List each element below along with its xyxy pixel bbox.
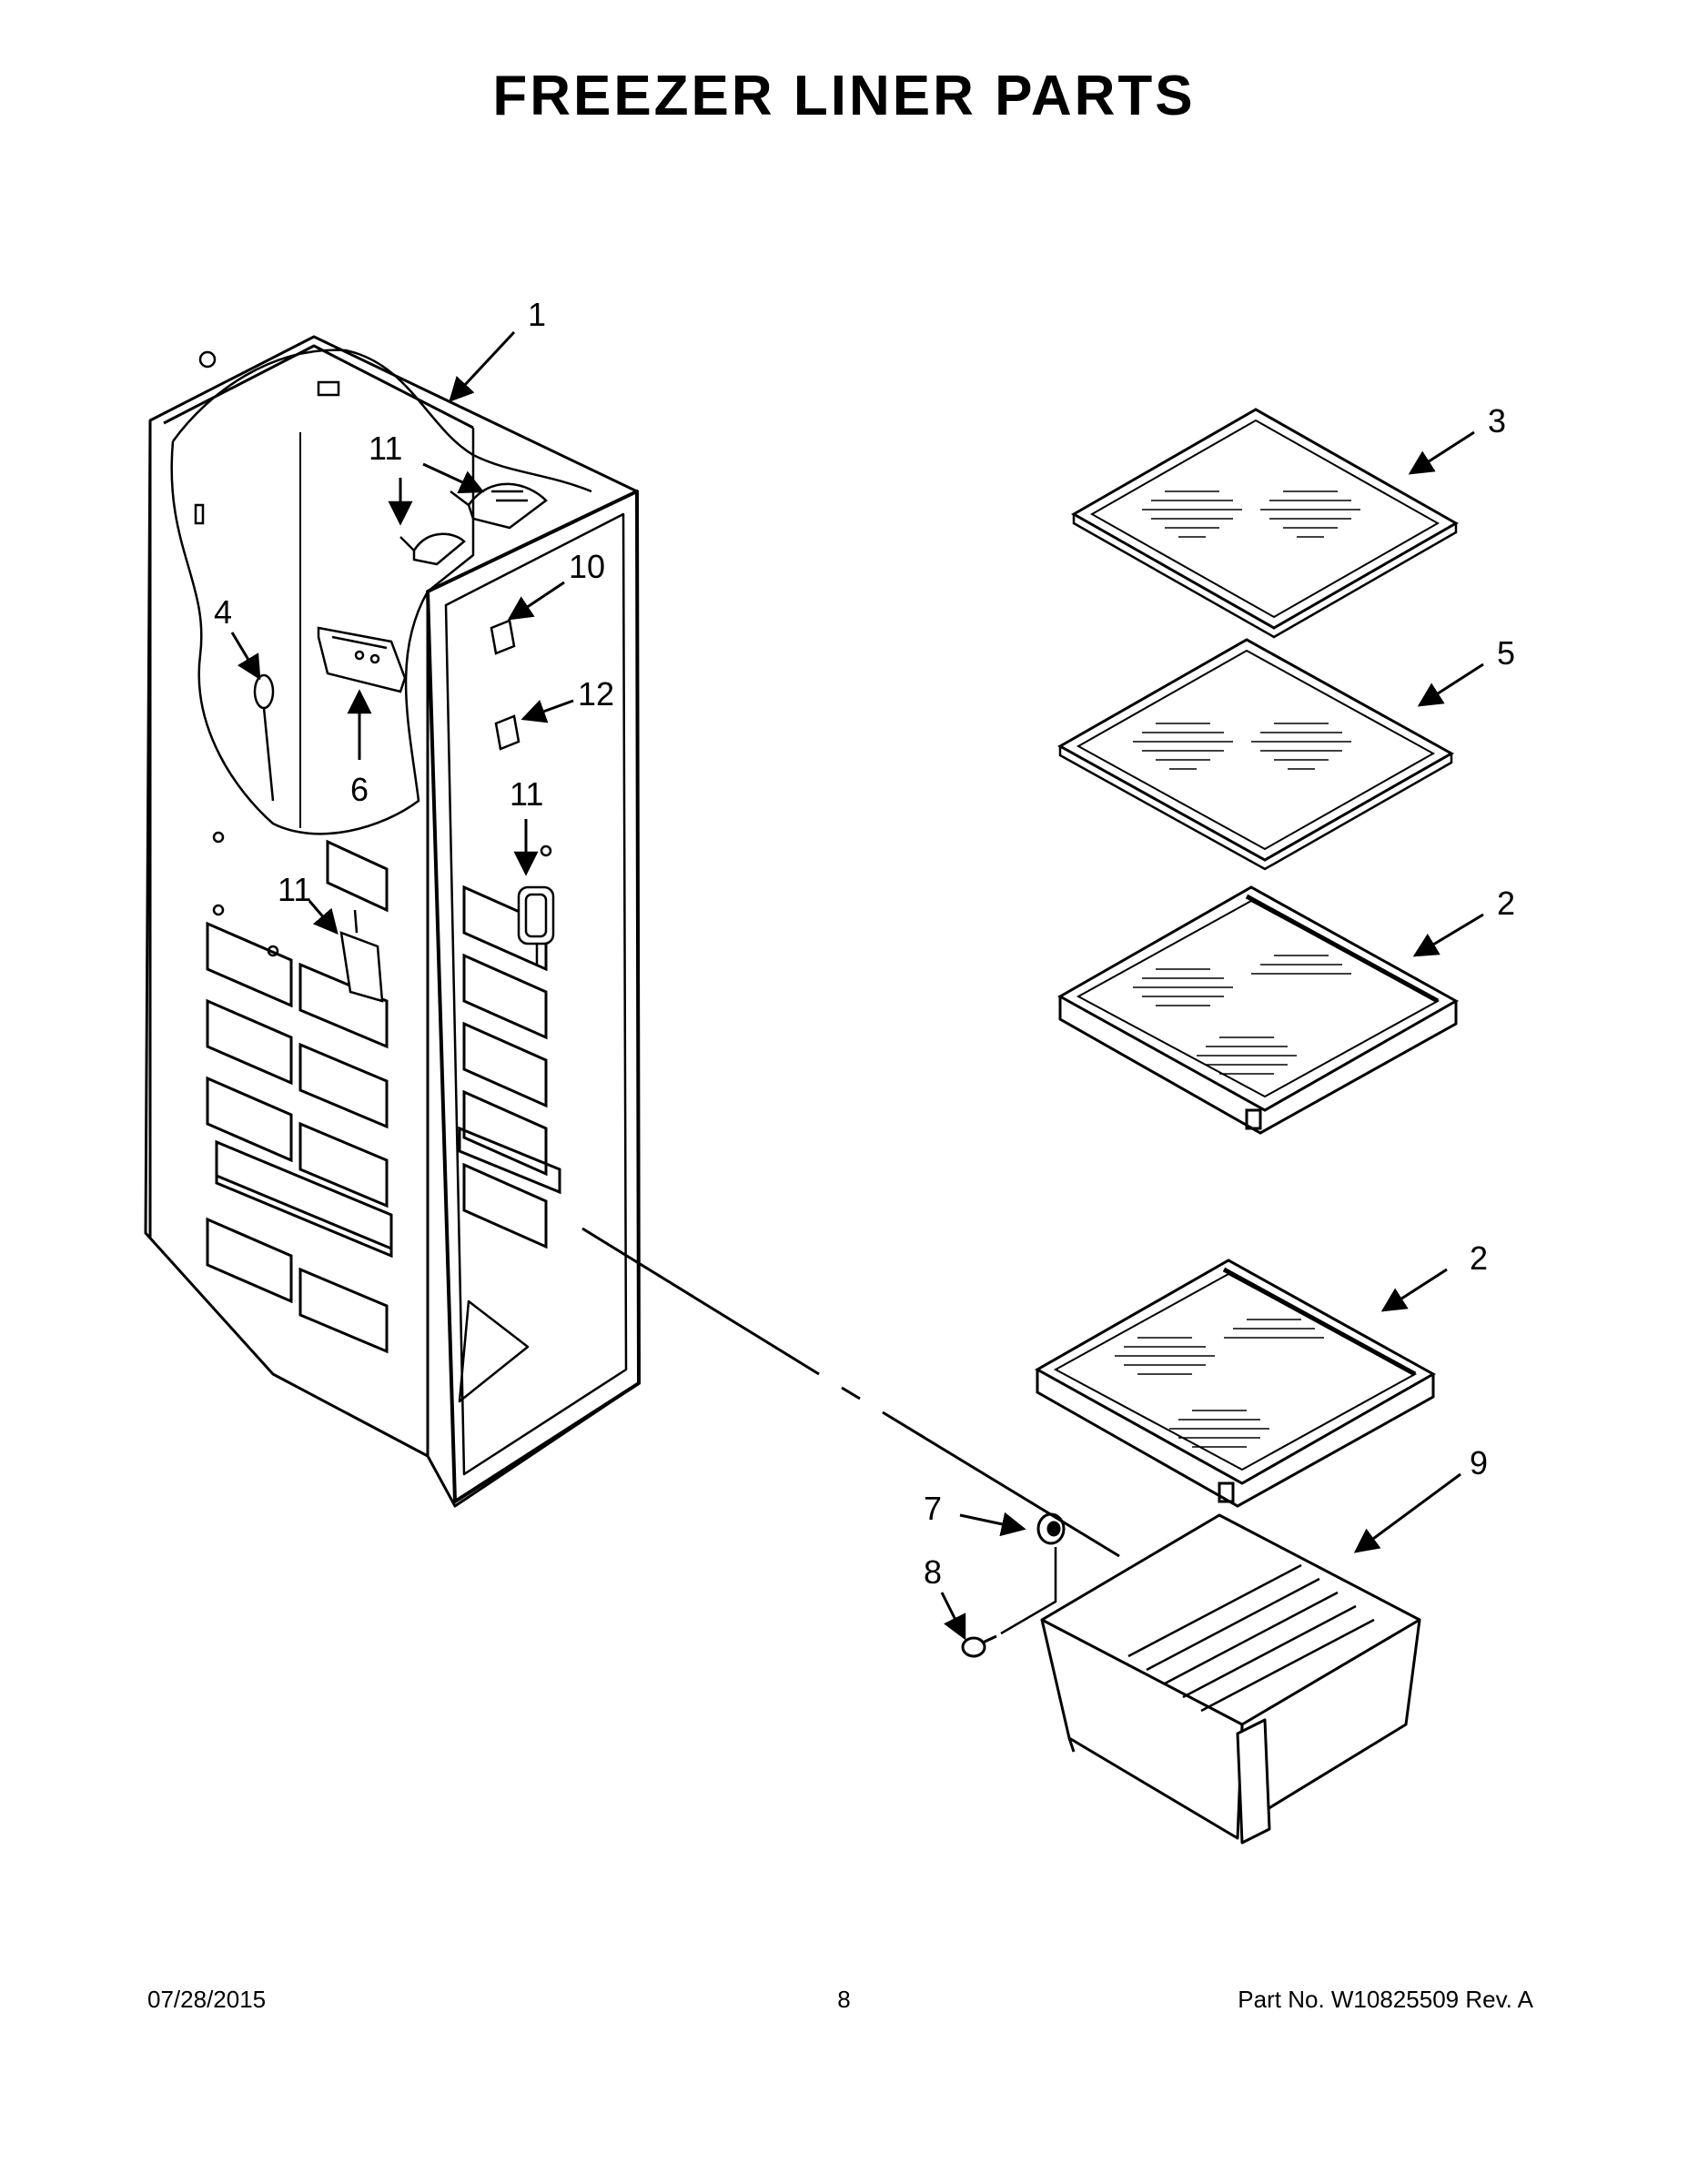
callout-2-upper: 2 [1497,885,1515,922]
callout-5: 5 [1497,634,1515,672]
callout-10: 10 [569,548,605,585]
framed-shelf-part-2-upper [1056,885,1460,1135]
clips [490,619,521,751]
callout-8: 8 [924,1553,942,1591]
glass-shelf-part-3 [1070,408,1460,639]
footer-page-number: 8 [837,1986,851,2013]
roller-part-7 [1036,1512,1066,1545]
callout-9: 9 [1470,1444,1488,1481]
callout-7: 7 [924,1490,942,1527]
glass-shelf-part-5 [1056,638,1455,871]
callout-arrows [230,330,1484,1641]
callout-11-middle: 11 [278,871,311,908]
freezer-liner [144,335,641,1508]
callout-11-top: 11 [369,430,402,467]
callout-3: 3 [1488,402,1506,440]
framed-shelf-part-2-lower [1034,1259,1437,1508]
footer-part-number: Part No. W10825509 Rev. A [1238,1986,1533,2013]
freezer-basket-part-9 [1040,1513,1421,1845]
callout-4: 4 [214,593,232,631]
callout-12: 12 [578,675,614,713]
wire-connector-middle [339,909,384,1003]
wire-connector-top [399,482,548,566]
callout-6: 6 [350,771,369,808]
callout-2-lower: 2 [1470,1239,1488,1277]
screw-part-8 [961,1634,997,1658]
wire-connector-right [517,885,555,965]
liner-vent-slots [206,839,393,1354]
thermistor [253,673,275,802]
page-title: FREEZER LINER PARTS [492,65,1196,127]
callout-1: 1 [528,296,546,333]
dash-leader-line [581,1227,1120,1558]
assembly-line-7-8 [1000,1547,1057,1635]
light-housing [317,626,407,693]
liner-vent-slots-right [458,885,561,1249]
footer-date: 07/28/2015 [147,1986,267,2013]
callout-11-right: 11 [510,775,543,813]
glass-hatching [1115,490,1360,1448]
